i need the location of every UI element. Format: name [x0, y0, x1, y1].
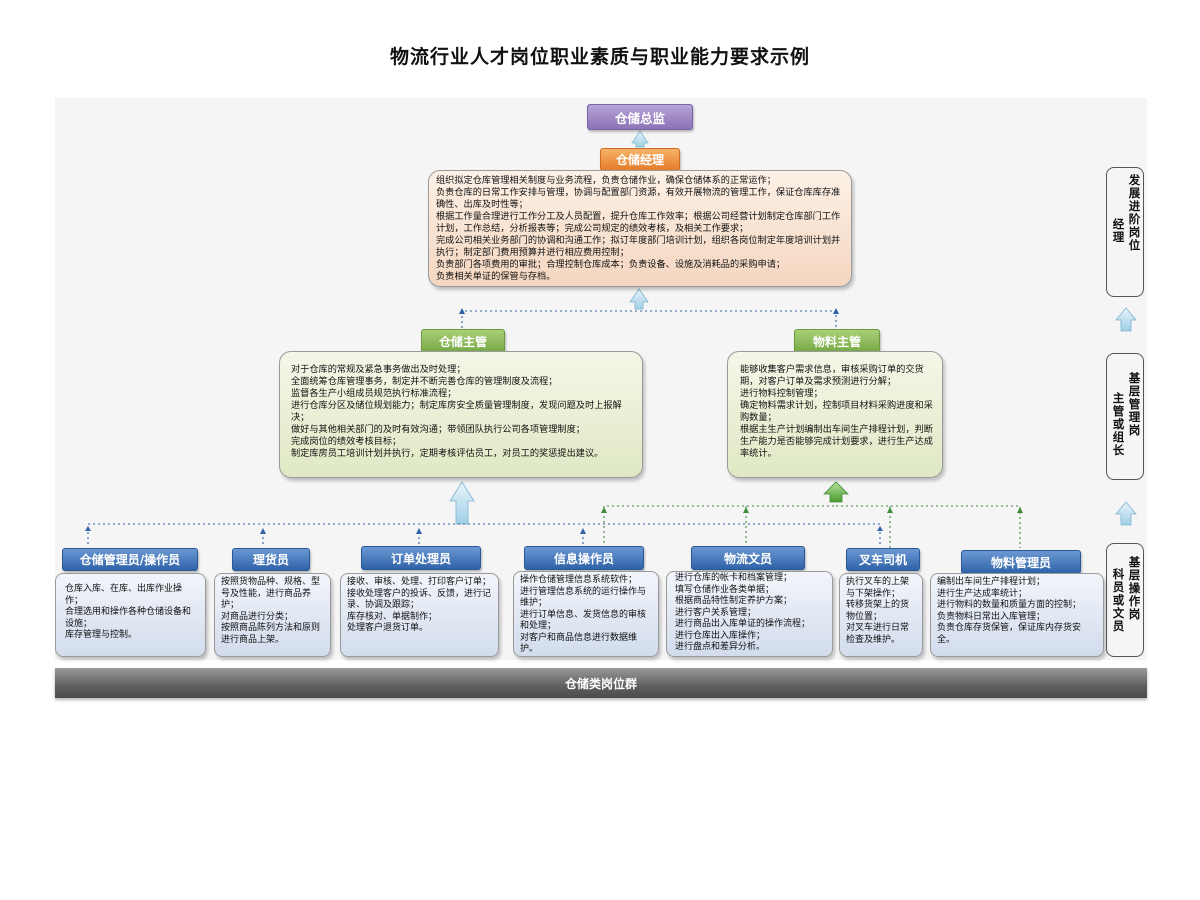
side-label-main: 发展进阶岗位: [1128, 173, 1141, 252]
material-supervisor-duty-1: 能够收集客户需求信息，审核采购订单的交货期，对客户订单及需求预测进行分解；: [740, 364, 924, 387]
side-label-sub: 经理: [1112, 217, 1125, 244]
staff-duty: 进行物料的数量和质量方面的控制；: [937, 600, 1082, 610]
arrow-supervisors-to-manager: [629, 288, 649, 310]
material-supervisor-duty-3: 确定物料需求计划，控制项目材料采购进度和采购数量；: [740, 400, 933, 423]
staff-duty: 仓库入库、在库、出库作业操作；: [65, 584, 183, 606]
staff-duty: 转移货架上的货物位置；: [846, 600, 910, 622]
arrow-manager-to-director: [631, 130, 649, 148]
staff-duty: 合理选用和操作各种仓储设备和设施；: [65, 607, 192, 629]
staff-duties-forklift-driver: 执行叉车的上架与下架操作； 转移货架上的货物位置； 对叉车进行日常检查及维护。: [839, 573, 923, 657]
side-arrow-lower: [1115, 501, 1137, 526]
staff-duty: 对叉车进行日常检查及维护。: [846, 623, 910, 645]
link-staff-blue-bus: [87, 523, 881, 544]
arrow-staff-to-warehouse-supervisor: [449, 481, 475, 525]
staff-duty: 按照商品陈列方法和原则进行商品上架。: [221, 623, 321, 645]
staff-duty: 处理客户退货订单。: [347, 623, 429, 633]
warehouse-supervisor-duty-2: 全面统筹仓库管理事务，制定并不断完善仓库的管理制度及流程；: [291, 376, 558, 387]
staff-duty: 库存管理与控制。: [65, 630, 138, 640]
arrow-staff-to-material-supervisor: [823, 481, 849, 503]
staff-duty: 进行客户关系管理；: [675, 607, 757, 618]
staff-duties-warehouse-keeper: 仓库入库、在库、出库作业操作； 合理选用和操作各种仓储设备和设施； 库存管理与控…: [55, 573, 206, 657]
staff-duties-info-operator: 操作仓储管理信息系统软件； 进行管理信息系统的运行操作与维护； 进行订单信息、发…: [513, 571, 659, 657]
staff-duty: 按照货物品种、规格、型号及性能，进行商品养护；: [221, 577, 321, 610]
manager-duties-box: 组织拟定仓库管理相关制度与业务流程，负责仓储作业，确保仓储体系的正常运作； 负责…: [428, 170, 852, 287]
staff-duty: 负责仓库存货保管，保证库内存货安全。: [937, 623, 1082, 645]
staff-duties-material-clerk: 编制出车间生产排程计划； 进行生产达成率统计； 进行物料的数量和质量方面的控制；…: [930, 573, 1104, 657]
side-arrow-upper: [1115, 307, 1137, 332]
director-node: 仓储总监: [587, 104, 693, 130]
side-label-supervisory: 基层管理岗 主管或组长: [1106, 353, 1144, 480]
staff-node-forklift-driver: 叉车司机: [846, 548, 920, 571]
material-supervisor-duties-box: 能够收集客户需求信息，审核采购订单的交货期，对客户订单及需求预测进行分解； 进行…: [727, 351, 943, 478]
warehouse-supervisor-duty-1: 对于仓库的常规及紧急事务做出及时处理；: [291, 364, 466, 375]
staff-duty: 对客户和商品信息进行数据维护。: [520, 632, 638, 655]
staff-duty: 接收、审核、处理、打印客户订单；: [347, 577, 492, 587]
side-label-main: 基层管理岗: [1128, 371, 1141, 437]
side-label-sub: 主管或组长: [1112, 391, 1125, 457]
side-label-advanced: 发展进阶岗位 经理: [1106, 167, 1144, 297]
staff-duty: 进行仓库出入库操作；: [675, 630, 766, 641]
link-supervisors-to-manager: [461, 310, 837, 328]
manager-node: 仓储经理: [600, 148, 680, 171]
staff-duty: 进行管理信息系统的运行操作与维护；: [520, 586, 647, 609]
staff-node-material-clerk: 物料管理员: [961, 550, 1081, 574]
staff-duty: 编制出车间生产排程计划；: [937, 577, 1046, 587]
staff-duty: 接收处理客户的投诉、反馈，进行记录、协调及跟踪；: [347, 588, 492, 611]
material-supervisor-node: 物料主管: [794, 329, 880, 353]
staff-node-info-operator: 信息操作员: [524, 546, 644, 570]
manager-duty-3: 根据工作量合理进行工作分工及人员配置，提升仓库工作效率；根据公司经营计划制定仓库…: [436, 211, 841, 234]
staff-duty: 负责物料日常出入库管理；: [937, 611, 1046, 622]
staff-duty: 填写仓储作业各类单据；: [675, 584, 775, 595]
staff-duties-order-processor: 接收、审核、处理、打印客户订单； 接收处理客户的投诉、反馈，进行记录、协调及跟踪…: [340, 573, 499, 657]
staff-duty: 进行仓库的帐卡和档案管理；: [675, 573, 793, 583]
staff-duty: 对商品进行分类；: [221, 611, 294, 622]
staff-node-tally-clerk: 理货员: [232, 548, 310, 571]
warehouse-supervisor-duty-6: 完成岗位的绩效考核目标；: [291, 436, 402, 447]
staff-duties-logistics-clerk: 进行仓库的帐卡和档案管理； 填写仓储作业各类单据； 根据商品特性制定养护方案； …: [666, 571, 833, 657]
staff-duty: 根据商品特性制定养护方案；: [675, 596, 793, 606]
warehouse-supervisor-duty-4: 进行仓库分区及储位规划能力；制定库房安全质量管理制度，发现问题及时上报解决；: [291, 400, 622, 423]
staff-node-order-processor: 订单处理员: [361, 546, 481, 570]
staff-node-warehouse-keeper: 仓储管理员/操作员: [62, 548, 198, 571]
side-label-operational: 基层操作岗 科员或文员: [1106, 543, 1144, 657]
staff-duty: 库存核对、单据制作；: [347, 611, 438, 622]
link-staff-green-bus: [603, 505, 1021, 548]
manager-duty-6: 负责相关单证的保管与存档。: [436, 271, 556, 282]
side-label-main: 基层操作岗: [1128, 555, 1141, 621]
manager-duty-2: 负责仓库的日常工作安排与管理，协调与配置部门资源，有效开展物流的管理工作，保证仓…: [436, 187, 841, 210]
warehouse-supervisor-duties-box: 对于仓库的常规及紧急事务做出及时处理； 全面统筹仓库管理事务，制定并不断完善仓库…: [279, 351, 643, 478]
material-supervisor-duty-4: 根据主生产计划编制出车间生产排程计划，判断生产能力是否能够完成计划要求，进行生产…: [740, 424, 933, 459]
warehouse-supervisor-duty-7: 制定库房员工培训计划并执行，定期考核评估员工，对员工的奖惩提出建议。: [291, 448, 604, 459]
staff-duty: 进行生产达成率统计；: [937, 588, 1028, 599]
page-title: 物流行业人才岗位职业素质与职业能力要求示例: [389, 46, 810, 68]
staff-duty: 进行订单信息、发货信息的审核和处理；: [520, 609, 647, 632]
staff-duty: 进行商品出入库单证的操作流程；: [675, 619, 811, 629]
staff-duty: 进行盘点和差异分析。: [675, 642, 766, 652]
staff-duty: 执行叉车的上架与下架操作；: [846, 577, 910, 599]
job-group-bar: 仓储类岗位群: [55, 668, 1147, 698]
manager-duty-4: 完成公司相关业务部门的协调和沟通工作；拟订年度部门培训计划，组织各岗位制定年度培…: [436, 235, 841, 258]
staff-node-logistics-clerk: 物流文员: [691, 546, 805, 570]
warehouse-supervisor-duty-5: 做好与其他相关部门的及时有效沟通；带领团队执行公司各项管理制度；: [291, 424, 585, 435]
staff-duties-tally-clerk: 按照货物品种、规格、型号及性能，进行商品养护； 对商品进行分类； 按照商品陈列方…: [214, 573, 331, 657]
manager-duty-5: 负责部门各项费用的审批；合理控制仓库成本；负责设备、设施及消耗品的采购申请；: [436, 259, 786, 270]
staff-duty: 操作仓储管理信息系统软件；: [520, 575, 638, 585]
manager-duty-1: 组织拟定仓库管理相关制度与业务流程，负责仓储作业，确保仓储体系的正常运作；: [436, 175, 776, 186]
warehouse-supervisor-duty-3: 监督各生产小组成员规范执行标准流程；: [291, 388, 457, 399]
side-label-sub: 科员或文员: [1112, 567, 1125, 633]
material-supervisor-duty-2: 进行物料控制管理；: [740, 388, 823, 399]
warehouse-supervisor-node: 仓储主管: [421, 329, 505, 353]
